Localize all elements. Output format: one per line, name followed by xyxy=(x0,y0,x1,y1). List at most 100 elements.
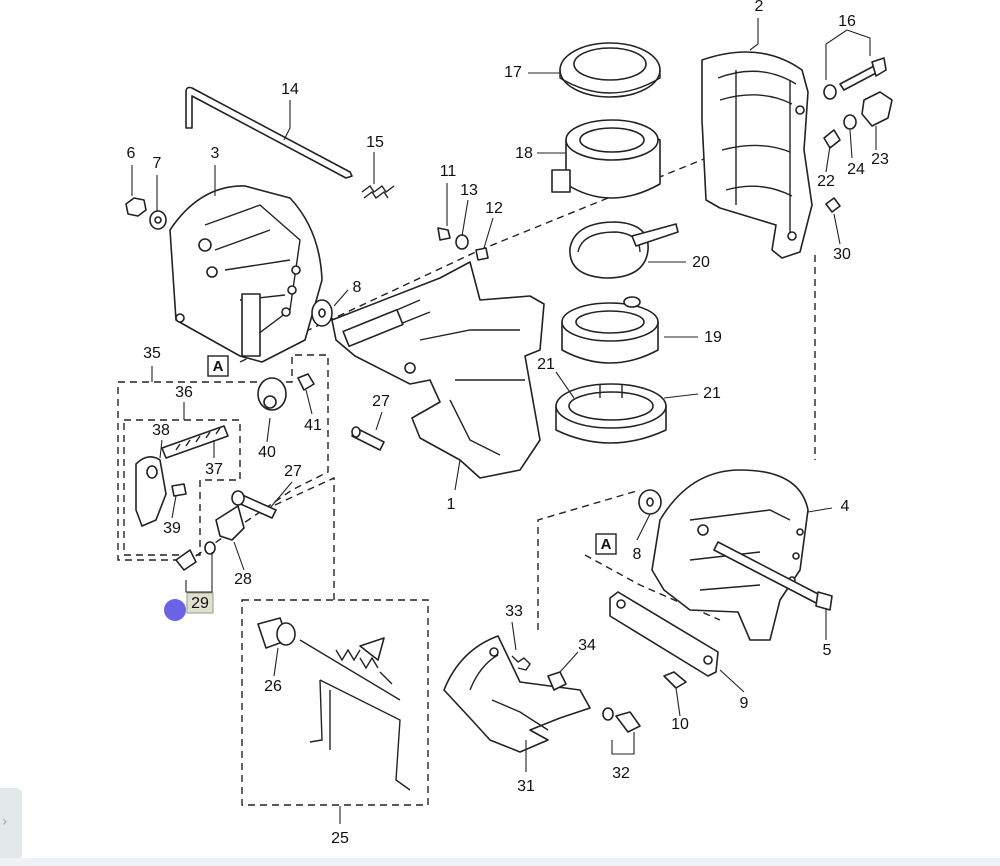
selected-part-hotspot[interactable] xyxy=(164,599,186,621)
wing-nut-part-23 xyxy=(861,91,893,127)
plate-part-9 xyxy=(609,591,719,677)
label-part-33[interactable]: 33 xyxy=(505,603,523,620)
highlight-part-29 xyxy=(186,592,214,614)
group-25-outline xyxy=(241,599,429,806)
label-part-36[interactable]: 36 xyxy=(175,384,193,401)
washer-part-7 xyxy=(149,210,167,230)
lever-part-38 xyxy=(135,456,167,527)
washer-part-8-upper xyxy=(311,299,333,327)
bolt-part-12 xyxy=(475,247,489,261)
label-part-2[interactable]: 2 xyxy=(755,0,764,15)
split-bushing-part-21 xyxy=(555,383,667,444)
pin-part-34 xyxy=(547,671,567,691)
bolt-part-32 xyxy=(602,707,641,733)
bracket-part-3 xyxy=(169,185,323,363)
screw-part-41 xyxy=(297,373,315,391)
group-27-bracket xyxy=(263,476,335,600)
clip-part-28 xyxy=(215,505,245,541)
spring-part-33 xyxy=(511,655,531,671)
label-part-24[interactable]: 24 xyxy=(847,161,865,178)
label-part-12[interactable]: 12 xyxy=(485,200,503,217)
svg-text:A: A xyxy=(213,358,224,375)
label-part-7[interactable]: 7 xyxy=(153,155,162,172)
label-part-16[interactable]: 16 xyxy=(838,13,856,30)
chevron-right-icon: › xyxy=(2,814,8,830)
label-part-11[interactable]: 11 xyxy=(440,163,457,180)
bolt-part-11 xyxy=(437,227,451,241)
label-part-37[interactable]: 37 xyxy=(205,461,223,478)
label-part-9[interactable]: 9 xyxy=(740,695,749,712)
label-part-1[interactable]: 1 xyxy=(447,496,456,513)
pin-part-27-upper xyxy=(351,426,385,451)
label-part-15[interactable]: 15 xyxy=(366,134,384,151)
label-part-25[interactable]: 25 xyxy=(331,830,349,847)
label-part-14[interactable]: 14 xyxy=(281,81,299,98)
label-part-8-lower[interactable]: 8 xyxy=(633,546,642,563)
label-part-39[interactable]: 39 xyxy=(163,520,181,537)
label-part-18[interactable]: 18 xyxy=(515,145,533,162)
bushing-part-18 xyxy=(551,119,661,199)
reference-marker-A-left: A xyxy=(207,355,229,377)
label-part-21-right[interactable]: 21 xyxy=(703,385,721,402)
label-part-27-upper[interactable]: 27 xyxy=(372,393,390,410)
swivel-bracket-part-1 xyxy=(331,261,545,479)
reference-marker-A-right: A xyxy=(595,533,617,555)
label-part-21-left[interactable]: 21 xyxy=(537,356,555,373)
washer-part-8-lower xyxy=(638,489,662,515)
housing-part-2 xyxy=(701,51,813,259)
bolt-part-16 xyxy=(823,57,887,100)
label-part-3[interactable]: 3 xyxy=(211,145,220,162)
label-part-30[interactable]: 30 xyxy=(833,246,851,263)
washer-part-13 xyxy=(455,234,469,250)
label-part-10[interactable]: 10 xyxy=(671,716,689,733)
label-part-32[interactable]: 32 xyxy=(612,765,630,782)
label-part-28[interactable]: 28 xyxy=(234,571,252,588)
label-part-31[interactable]: 31 xyxy=(517,778,535,795)
label-part-40[interactable]: 40 xyxy=(258,444,276,461)
label-part-41[interactable]: 41 xyxy=(304,417,322,434)
label-part-35[interactable]: 35 xyxy=(143,345,161,362)
svg-text:A: A xyxy=(601,536,612,553)
nut-part-6 xyxy=(125,197,147,217)
bolt-part-39 xyxy=(171,483,187,497)
label-part-26[interactable]: 26 xyxy=(264,678,282,695)
label-part-5[interactable]: 5 xyxy=(823,642,832,659)
label-part-27-lower[interactable]: 27 xyxy=(284,463,302,480)
tilt-lever-part-31 xyxy=(443,635,591,753)
group-35-outline xyxy=(117,354,329,561)
label-part-6[interactable]: 6 xyxy=(127,145,136,162)
bottom-strip xyxy=(0,858,1000,866)
side-panel-tab[interactable]: › xyxy=(0,788,22,860)
fitting-part-30 xyxy=(825,197,841,213)
clamp-band-part-20 xyxy=(569,221,679,279)
label-part-17[interactable]: 17 xyxy=(504,64,522,81)
cam-part-40 xyxy=(257,377,287,411)
leader-lines xyxy=(131,18,877,824)
spring-part-15 xyxy=(361,184,395,200)
bolt-part-29 xyxy=(175,541,216,571)
pin-part-26 xyxy=(257,617,296,649)
rod-part-14 xyxy=(185,86,353,179)
bushing-part-19 xyxy=(561,296,659,364)
stud-part-22 xyxy=(823,129,841,149)
label-part-19[interactable]: 19 xyxy=(704,329,722,346)
label-part-29[interactable]: 29 xyxy=(191,595,209,612)
label-part-13[interactable]: 13 xyxy=(460,182,478,199)
washer-part-24 xyxy=(843,114,857,130)
label-part-23[interactable]: 23 xyxy=(871,151,889,168)
label-part-20[interactable]: 20 xyxy=(692,254,710,271)
label-part-34[interactable]: 34 xyxy=(578,637,596,654)
label-part-4[interactable]: 4 xyxy=(841,498,850,515)
group-36-outline xyxy=(123,419,241,556)
tilt-stand-part-25 xyxy=(299,637,411,791)
bolt-part-5 xyxy=(713,541,833,611)
label-part-22[interactable]: 22 xyxy=(817,173,835,190)
label-part-38[interactable]: 38 xyxy=(152,422,170,439)
part-labels: 1 2 3 4 5 6 7 8 8 9 10 11 12 13 14 15 16… xyxy=(127,0,889,847)
stud-part-37 xyxy=(161,425,229,459)
pin-part-27-lower xyxy=(231,490,277,519)
bolt-part-10 xyxy=(663,671,687,689)
seal-ring-part-17 xyxy=(559,42,661,98)
label-part-8-upper[interactable]: 8 xyxy=(353,279,362,296)
